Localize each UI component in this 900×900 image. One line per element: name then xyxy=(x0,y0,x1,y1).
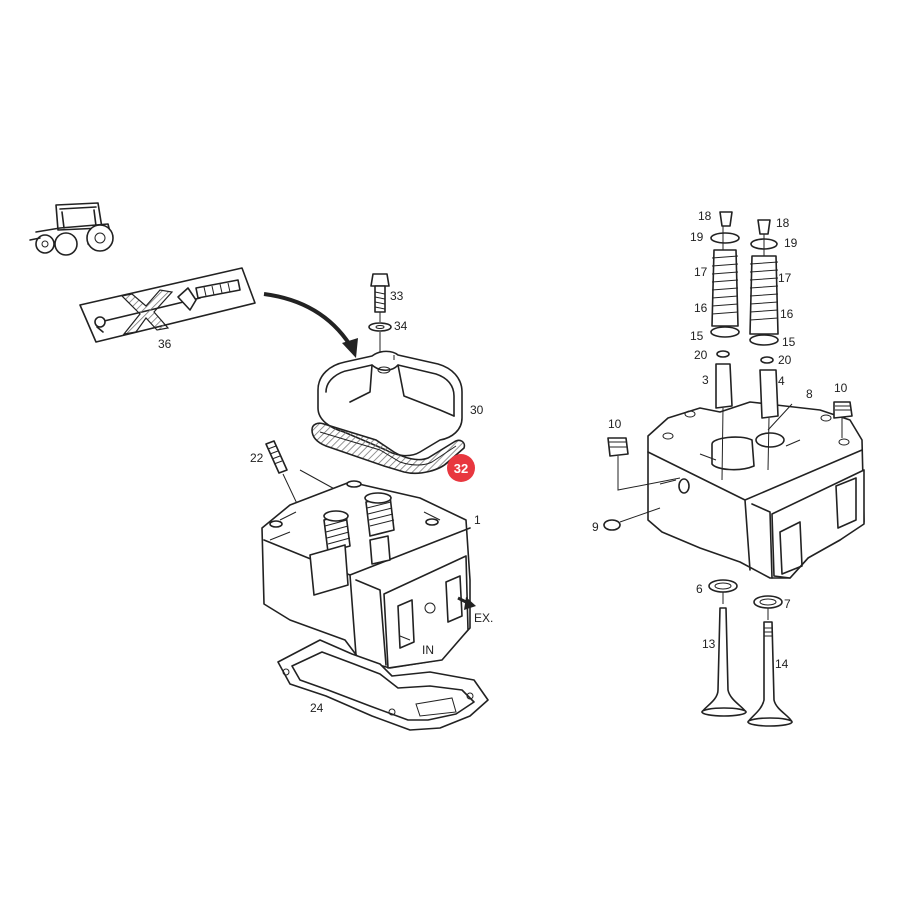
callout-18-right: 18 xyxy=(776,216,790,230)
callout-15-right: 15 xyxy=(782,335,796,349)
right-cylinder-head xyxy=(647,401,865,579)
callout-17-right: 17 xyxy=(778,271,792,285)
callout-33: 33 xyxy=(390,289,404,303)
callout-32-label: 32 xyxy=(454,461,468,476)
callout-3: 3 xyxy=(702,373,709,387)
part-36-decal xyxy=(79,267,256,343)
valve-stack-left xyxy=(710,211,740,481)
callout-16-left: 16 xyxy=(694,301,708,315)
callout-18-left: 18 xyxy=(698,209,712,223)
callouts-left: 36 33 34 30 22 1 24 EX. IN xyxy=(158,289,493,715)
right-small-parts xyxy=(603,401,853,531)
callout-10-right: 10 xyxy=(834,381,848,395)
callout-20-right: 20 xyxy=(778,353,792,367)
callout-16-right: 16 xyxy=(780,307,794,321)
right-valves xyxy=(701,579,793,727)
callout-36: 36 xyxy=(158,337,172,351)
part-32-gasket xyxy=(311,422,466,475)
part-30-rocker-cover xyxy=(317,350,463,457)
callout-4: 4 xyxy=(778,374,785,388)
direction-arrow xyxy=(263,292,358,358)
callout-7: 7 xyxy=(784,597,791,611)
label-exhaust: EX. xyxy=(474,611,493,625)
part-1-cylinder-head xyxy=(261,480,476,669)
callout-9: 9 xyxy=(592,520,599,534)
part-34-washer xyxy=(368,312,392,352)
callouts-right: 18 18 19 19 17 17 16 16 15 15 20 20 3 4 … xyxy=(592,209,848,671)
part-24-head-gasket xyxy=(277,639,489,731)
callout-32-badge[interactable]: 32 xyxy=(447,454,475,482)
callout-6: 6 xyxy=(696,582,703,596)
callout-24: 24 xyxy=(310,701,324,715)
valve-stack-right xyxy=(749,219,779,471)
tractor-icon xyxy=(29,202,114,256)
callout-22: 22 xyxy=(250,451,264,465)
callout-1: 1 xyxy=(474,513,481,527)
callout-15-left: 15 xyxy=(690,329,704,343)
callout-30: 30 xyxy=(470,403,484,417)
callout-19-left: 19 xyxy=(690,230,704,244)
callout-14: 14 xyxy=(775,657,789,671)
callout-17-left: 17 xyxy=(694,265,708,279)
callout-19-right: 19 xyxy=(784,236,798,250)
part-33-bolt xyxy=(370,273,390,313)
callout-34: 34 xyxy=(394,319,408,333)
callout-13: 13 xyxy=(702,637,716,651)
callout-10-left: 10 xyxy=(608,417,622,431)
callout-20-left: 20 xyxy=(694,348,708,362)
callout-8: 8 xyxy=(806,387,813,401)
label-intake: IN xyxy=(422,643,434,657)
